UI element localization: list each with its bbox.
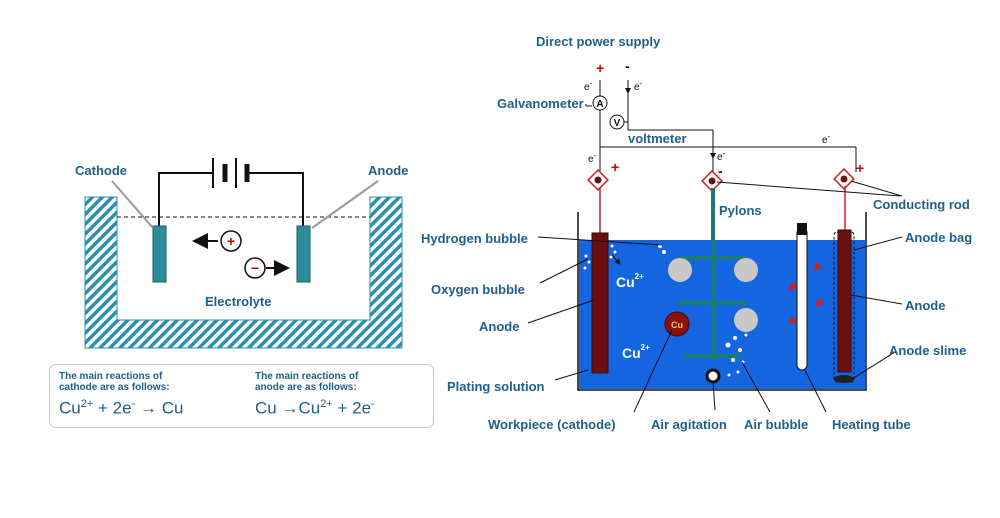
svg-text:e-: e- (822, 132, 831, 146)
right-plating-tank: + - + - + e- e- e- e- e- A V (421, 34, 972, 432)
oxygen-bubbles (583, 254, 591, 270)
galvanometer-icon (592, 95, 608, 111)
rod-mid-minus: - (718, 163, 723, 179)
plating-solution-label: Plating solution (447, 379, 545, 394)
vessel-wall (84, 196, 403, 349)
anode-electrode (296, 225, 311, 283)
supply-minus: - (625, 58, 630, 74)
battery-wire-right (247, 172, 304, 226)
anion-sign: − (251, 260, 259, 276)
conducting-rod-label: Conducting rod (873, 197, 970, 212)
conducting-rod-callout-2 (850, 180, 903, 197)
oxygen-bubble-label: Oxygen bubble (431, 282, 525, 297)
anode-right-label: Anode (905, 298, 945, 313)
conducting-rod-callout-1 (716, 181, 901, 197)
anion-circle (244, 257, 266, 279)
plating-solution-fill (579, 240, 865, 389)
left-electrolysis-cell: + − Cathode Anode Electrolyte (75, 158, 408, 349)
anode-slime-label: Anode slime (889, 343, 966, 358)
svg-text:e-: e- (588, 151, 597, 165)
anode-equation: Cu →Cu2+ + 2e- (255, 398, 375, 418)
workpiece-cu-ball (664, 311, 690, 337)
reaction-box: The main reactions of cathode are as fol… (49, 364, 434, 428)
hydrogen-bubble-label: Hydrogen bubble (421, 231, 528, 246)
anode-left-bar (591, 232, 609, 374)
heating-tube (796, 227, 808, 371)
anode-caption-1: The main reactions of (255, 371, 359, 382)
svg-text:e-: e- (584, 79, 593, 93)
conducting-rod-left (587, 169, 609, 191)
svg-text:e-: e- (634, 79, 643, 93)
anode-right-bar (837, 229, 852, 373)
cu-ball-label: Cu (671, 320, 683, 330)
heat-flow-arrows (788, 261, 825, 325)
svg-text:e-: e- (717, 149, 726, 163)
cathode-electrode (152, 225, 167, 283)
cathode-label: Cathode (75, 163, 127, 178)
ion-cu-upper: Cu2+ (616, 272, 644, 290)
air-bubble-label: Air bubble (744, 417, 808, 432)
callout-lines-right (850, 236, 903, 380)
rod-right-plus: + (856, 160, 864, 176)
meter-v-letter: V (614, 118, 621, 129)
anode-callout-line (311, 180, 379, 229)
anode-reaction: The main reactions of anode are as follo… (255, 371, 440, 419)
conducting-rod-right (833, 168, 855, 190)
electron-labels: e- e- e- e- e- (584, 79, 831, 165)
anode-label: Anode (368, 163, 408, 178)
cathode-reaction: The main reactions of cathode are as fol… (59, 371, 244, 419)
heating-tube-cap (797, 223, 807, 235)
conducting-rod-middle (701, 170, 723, 192)
ion-cu-lower: Cu2+ (622, 343, 650, 361)
anode-bag-label: Anode bag (905, 230, 972, 245)
cation-sign: + (227, 233, 235, 249)
cathode-callout-line (111, 180, 154, 229)
cathode-caption-1: The main reactions of (59, 371, 163, 382)
cathode-equation: Cu2+ + 2e- → Cu (59, 398, 184, 418)
battery-icon (212, 158, 250, 188)
workpiece-label: Workpiece (cathode) (488, 417, 616, 432)
voltmeter-icon (609, 114, 625, 130)
cathode-caption-2: cathode are as follows: (59, 382, 170, 393)
cation-circle (220, 230, 242, 252)
tank-outline (577, 212, 867, 391)
hydrogen-arrow (611, 254, 621, 265)
anode-slime (834, 375, 854, 383)
air-agitation-label: Air agitation (651, 417, 727, 432)
workpiece-1 (668, 258, 692, 282)
heating-tube-label: Heating tube (832, 417, 911, 432)
rod-left-plus: + (611, 159, 619, 175)
electrolyte-label: Electrolyte (205, 294, 271, 309)
air-agitation-nozzle (705, 368, 721, 384)
anode-left-label: Anode (479, 319, 519, 334)
battery-wire-left (158, 172, 213, 226)
workpiece-2 (734, 258, 758, 282)
workpiece-3 (734, 308, 758, 332)
voltmeter-label: voltmeter (628, 131, 687, 146)
air-bubbles (725, 333, 748, 377)
galvanometer-label: Galvanometer (497, 96, 584, 111)
pylons-label: Pylons (719, 203, 762, 218)
supply-plus: + (596, 60, 604, 76)
callout-lines-left (527, 236, 827, 413)
meter-a-letter: A (596, 99, 603, 110)
power-supply-label: Direct power supply (536, 34, 661, 49)
anode-caption-2: anode are as follows: (255, 382, 357, 393)
